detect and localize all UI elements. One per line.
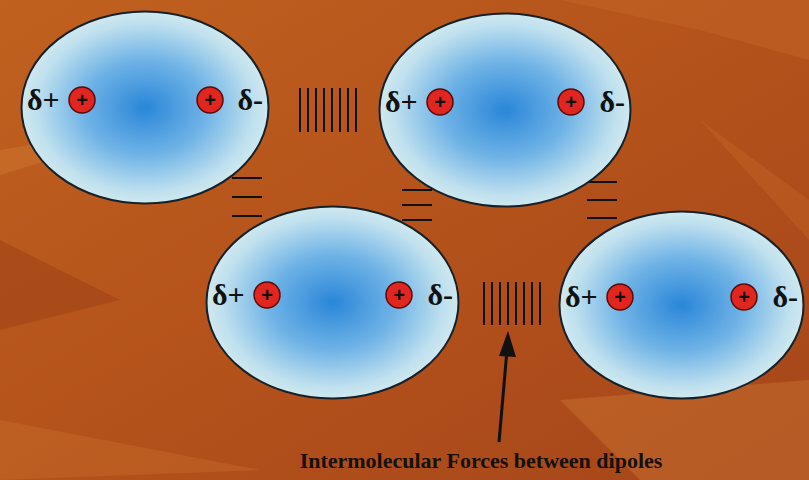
partial-charge: δ+ [212, 280, 245, 310]
nucleus-shape [427, 89, 453, 115]
background-streak [0, 420, 260, 480]
nucleus-circle: + [730, 283, 758, 311]
partial-charge: δ+ [385, 87, 418, 117]
molecule-ellipse: δ+ δ- + + [205, 205, 460, 400]
dipole-attraction-bars [232, 178, 262, 216]
dipole-attraction-hatch [300, 88, 356, 132]
nucleus-shape [731, 284, 757, 310]
charge-sign: + [261, 285, 273, 305]
charge-sign: + [204, 90, 216, 110]
charge-sign: + [738, 287, 750, 307]
charge-sign: + [393, 285, 405, 305]
molecule-ellipse-shape [22, 12, 269, 204]
nucleus-shape [607, 284, 633, 310]
partial-charge: δ- [599, 87, 625, 117]
background-streak [0, 240, 120, 330]
partial-charge: δ- [427, 280, 453, 310]
dipole-attraction-hatch [484, 282, 540, 325]
charge-sign: + [565, 92, 577, 112]
caption-text: Intermolecular Forces between dipoles [300, 448, 663, 474]
partial-charge: δ- [772, 282, 798, 312]
charge-sign: + [434, 92, 446, 112]
nucleus-circle: + [253, 281, 281, 309]
nucleus-circle: + [196, 86, 224, 114]
charge-sign: + [76, 90, 88, 110]
nucleus-circle: + [68, 86, 96, 114]
molecule-ellipse-shape [380, 14, 631, 207]
molecule-ellipse-shape [207, 207, 459, 399]
charge-sign: + [614, 287, 626, 307]
pointer-arrow [499, 331, 516, 442]
nucleus-circle: + [385, 281, 413, 309]
nucleus-circle: + [426, 88, 454, 116]
nucleus-shape [69, 87, 95, 113]
molecule-ellipse: δ+ δ- + + [558, 210, 805, 400]
nucleus-shape [558, 89, 584, 115]
molecule-ellipse-shape [560, 212, 804, 399]
molecule-ellipse: δ+ δ- + + [20, 10, 270, 205]
partial-charge: δ+ [27, 85, 60, 115]
nucleus-shape [197, 87, 223, 113]
partial-charge: δ+ [565, 282, 598, 312]
molecule-ellipse: δ+ δ- + + [378, 12, 632, 208]
partial-charge: δ- [237, 85, 263, 115]
dipole-attraction-bars [402, 190, 432, 220]
dipole-attraction-bars [587, 182, 617, 218]
nucleus-shape [254, 282, 280, 308]
nucleus-circle: + [557, 88, 585, 116]
nucleus-circle: + [606, 283, 634, 311]
nucleus-shape [386, 282, 412, 308]
